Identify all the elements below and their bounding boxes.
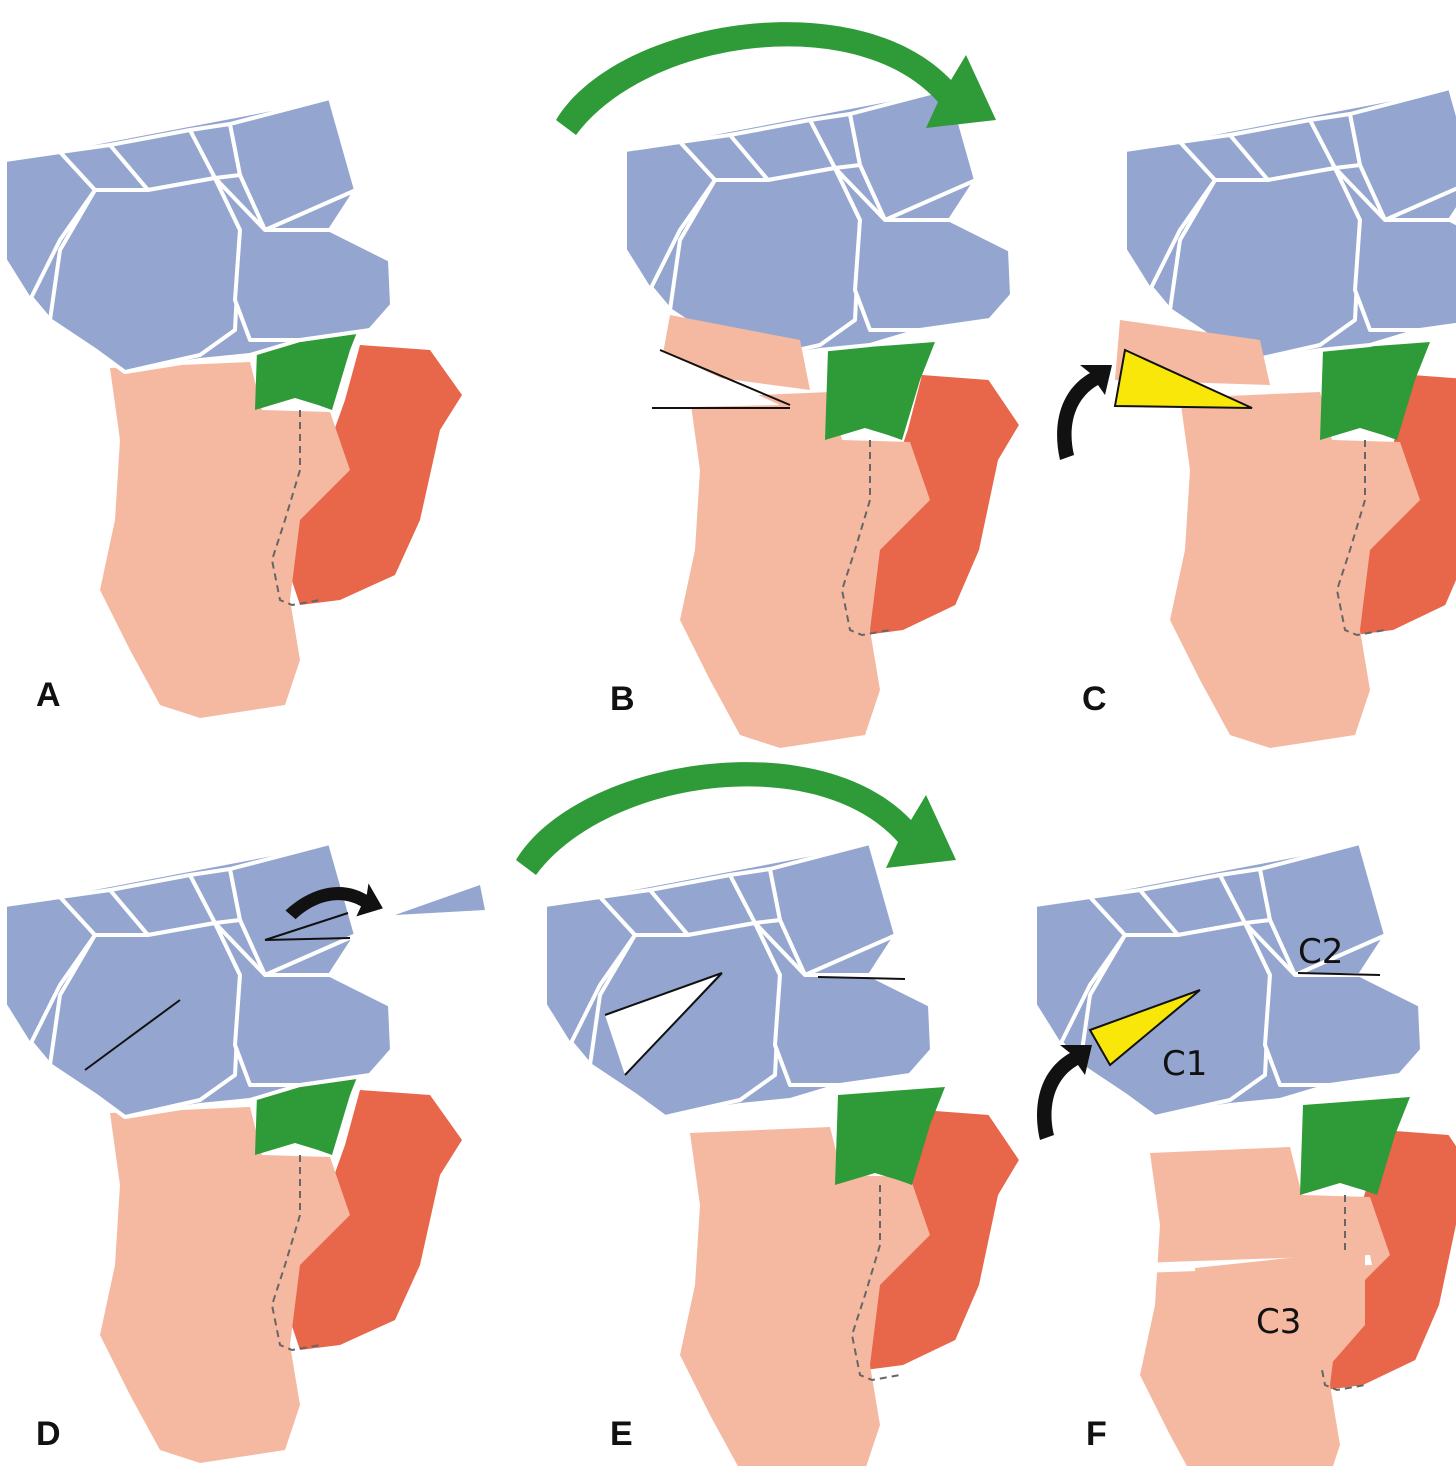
panel-f: C1 C2 C3 F [1033,841,1456,1466]
yellow-wedge-graft [1088,989,1201,1067]
panel-label-d: D [36,1415,61,1453]
panel-label-b: B [610,680,635,718]
bone-label-c3: C3 [1256,1302,1301,1342]
panel-label-a: A [36,676,61,714]
panel-label-c: C [1082,680,1107,718]
panel-label-f: F [1086,1415,1107,1453]
small-rotation-arrow-icon [1057,365,1112,460]
panel-label-e: E [610,1415,633,1453]
bone-label-c2: C2 [1298,932,1343,972]
bone-label-c1: C1 [1162,1044,1207,1084]
small-rotation-arrow-icon [1037,1045,1092,1140]
panel-a: A [3,96,462,718]
panel-e: E [543,841,1019,1466]
panel-d: D [3,841,485,1463]
panel-b: B [610,86,1019,748]
rotation-arrow-e [516,762,956,875]
c3-fragment [1195,1250,1365,1380]
panel-c: C [1057,86,1456,748]
yellow-wedge-graft [1113,348,1253,409]
removed-wedge [395,885,485,915]
